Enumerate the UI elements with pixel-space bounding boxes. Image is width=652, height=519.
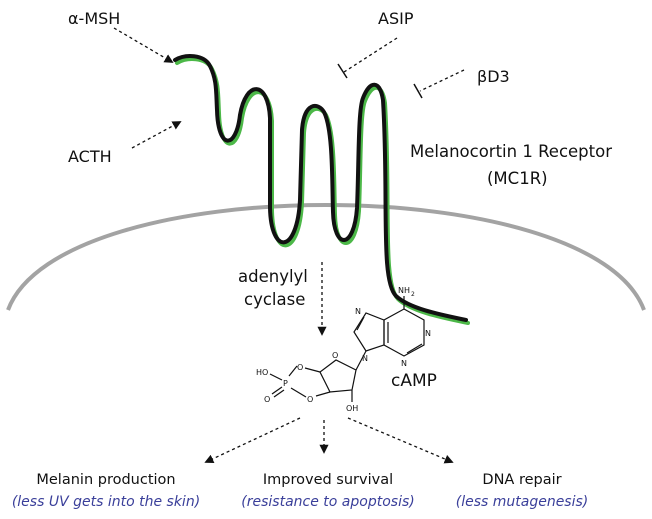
receptor-line	[173, 54, 468, 322]
atom-oh: OH	[346, 404, 358, 413]
atom-p: P	[283, 379, 288, 388]
atom-o-sugar: O	[332, 351, 338, 360]
acth-arrow	[131, 121, 182, 149]
asip-inhibit-line	[343, 37, 398, 73]
receptor-shadow	[175, 57, 470, 325]
outcome-dna-title: DNA repair	[482, 472, 561, 488]
adenylyl-label: adenylyl	[238, 267, 308, 286]
atom-nh2: NH	[398, 286, 410, 295]
atom-o-ring2: O	[307, 395, 313, 404]
ribose-ring	[319, 359, 357, 393]
mc1r-receptor	[173, 54, 470, 325]
atom-ho: HO	[256, 368, 268, 377]
atom-n1: N	[425, 329, 431, 338]
arrow-to-melanin	[204, 417, 301, 464]
atom-n9: N	[362, 354, 368, 363]
asip-label: ASIP	[378, 9, 414, 28]
atom-n3: N	[401, 359, 407, 368]
bd3-inhibit-bar	[413, 83, 423, 99]
pyrimidine-ring	[383, 308, 425, 357]
camp-label: cAMP	[391, 371, 437, 391]
arrow-to-dna-repair	[347, 417, 454, 464]
outcome-melanin-subtitle: (less UV gets into the skin)	[12, 494, 200, 510]
camp-structure: NH 2 N N N N O OH O O P HO O	[256, 286, 431, 413]
atom-nh2-sub: 2	[411, 291, 415, 298]
atom-o-ring1: O	[297, 363, 303, 372]
acth-label: ACTH	[68, 147, 112, 166]
cell-membrane	[6, 203, 646, 311]
cyclase-label: cyclase	[244, 290, 305, 309]
receptor-abbrev: (MC1R)	[487, 169, 548, 188]
alpha-msh-arrow	[113, 27, 174, 63]
outcome-survival-subtitle: (resistance to apoptosis)	[241, 494, 414, 510]
outcome-survival-title: Improved survival	[263, 472, 393, 488]
asip-inhibit-bar	[337, 63, 348, 79]
bd3-inhibit-line	[419, 69, 465, 92]
atom-n7: N	[355, 307, 361, 316]
outcome-dna-subtitle: (less mutagenesis)	[456, 494, 589, 510]
imidazole-ring	[353, 312, 385, 352]
bd3-label: βD3	[477, 67, 510, 86]
alpha-msh-label: α-MSH	[68, 9, 120, 28]
atom-o-double: O	[264, 395, 270, 404]
receptor-name: Melanocortin 1 Receptor	[410, 142, 612, 161]
outcome-melanin-title: Melanin production	[36, 472, 175, 488]
